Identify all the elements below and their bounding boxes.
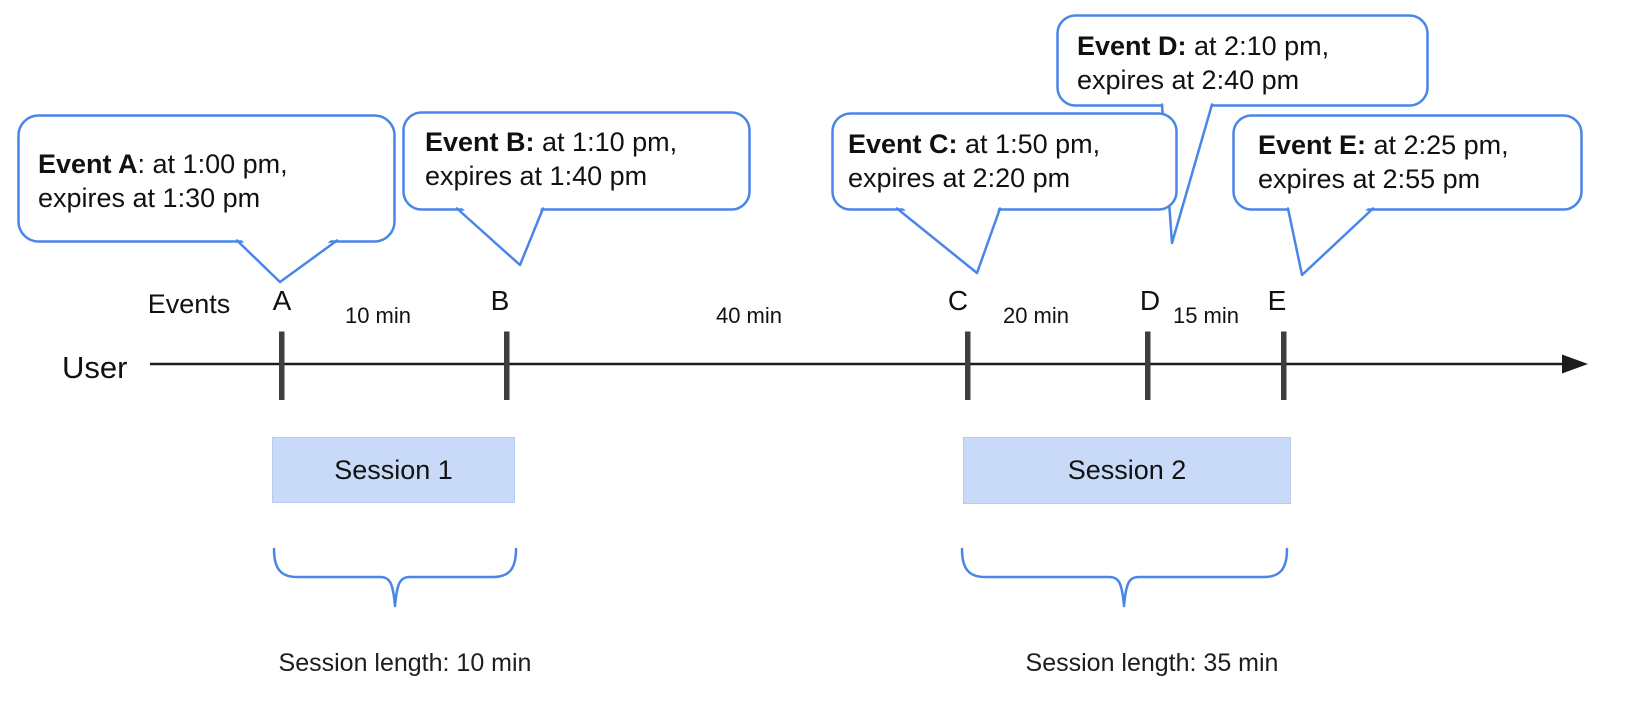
tick-letter-d: D <box>1139 285 1161 316</box>
tick-letter-a: A <box>272 285 292 316</box>
gap-d-e-label: 15 min <box>1172 303 1240 328</box>
session2-length-label: Session length: 35 min <box>1025 649 1279 677</box>
tick-e <box>1281 331 1287 400</box>
event-c-name: Event C: <box>848 129 958 159</box>
tick-d <box>1145 331 1151 400</box>
tick-letter-c: C <box>947 285 969 316</box>
event-e-expiry: expires at 2:55 pm <box>1258 164 1481 194</box>
tick-letter-e: E <box>1267 285 1287 316</box>
event-b-name: Event B: <box>425 127 535 157</box>
tick-a <box>279 331 285 400</box>
tick-letter-b: B <box>490 285 510 316</box>
event-a-expiry: expires at 1:30 pm <box>38 183 261 213</box>
event-c-expiry: expires at 2:20 pm <box>848 163 1071 193</box>
session1-brace <box>272 547 518 608</box>
session2-label: Session 2 <box>1067 455 1187 485</box>
bubble-e-tail <box>1288 203 1373 275</box>
bubble-e-text: Event E: at 2:25 pm, expires at 2:55 pm <box>1258 128 1509 196</box>
timeline-arrowhead-icon <box>1562 354 1588 374</box>
bubble-d-text: Event D: at 2:10 pm, expires at 2:40 pm <box>1077 29 1329 97</box>
tick-c <box>965 331 971 400</box>
event-e-time: at 2:25 pm, <box>1366 130 1509 160</box>
bubble-c-tail <box>897 203 1000 273</box>
event-d-time: at 2:10 pm, <box>1186 31 1330 61</box>
event-c-time: at 1:50 pm, <box>957 129 1101 159</box>
event-a-time: : at 1:00 pm, <box>137 149 288 179</box>
event-d-expiry: expires at 2:40 pm <box>1077 65 1300 95</box>
bubble-d-tail-outline <box>1160 103 1214 245</box>
bubble-d-tail <box>1162 100 1212 243</box>
user-axis-label: User <box>62 350 128 385</box>
bubble-a-tail <box>237 235 337 282</box>
bubble-a-tail-outline <box>235 239 339 284</box>
event-b-expiry: expires at 1:40 pm <box>425 161 648 191</box>
bubble-d-line1: Event D: at 2:10 pm, <box>1077 29 1329 63</box>
bubble-c-line1: Event C: at 1:50 pm, <box>848 127 1100 161</box>
session1-label: Session 1 <box>334 455 453 485</box>
gap-c-d-label: 20 min <box>1002 303 1070 328</box>
bubble-b-tail <box>457 203 543 265</box>
event-b-time: at 1:10 pm, <box>534 127 678 157</box>
session1-length-label: Session length: 10 min <box>278 649 532 677</box>
bubble-b-text: Event B: at 1:10 pm, expires at 1:40 pm <box>425 125 677 193</box>
events-axis-label: Events <box>147 289 231 319</box>
bubble-a-text: Event A: at 1:00 pm, expires at 1:30 pm <box>38 147 288 215</box>
tick-b <box>504 331 510 400</box>
session2-brace <box>960 547 1289 608</box>
bubble-e-tail-outline <box>1286 207 1375 277</box>
bubble-a-line1: Event A: at 1:00 pm, <box>38 147 288 181</box>
bubble-e-line1: Event E: at 2:25 pm, <box>1258 128 1509 162</box>
bubble-b-tail-outline <box>455 207 545 267</box>
session2-box: Session 2 <box>963 437 1291 504</box>
event-e-name: Event E: <box>1258 130 1367 160</box>
bubble-b-line1: Event B: at 1:10 pm, <box>425 125 677 159</box>
gap-a-b-label: 10 min <box>344 303 412 328</box>
event-d-name: Event D: <box>1077 31 1187 61</box>
session1-box: Session 1 <box>272 437 515 503</box>
bubble-c-text: Event C: at 1:50 pm, expires at 2:20 pm <box>848 127 1100 195</box>
gap-b-c-label: 40 min <box>715 303 783 328</box>
bubble-c-tail-outline <box>895 207 1002 275</box>
event-a-name: Event A <box>38 149 138 179</box>
